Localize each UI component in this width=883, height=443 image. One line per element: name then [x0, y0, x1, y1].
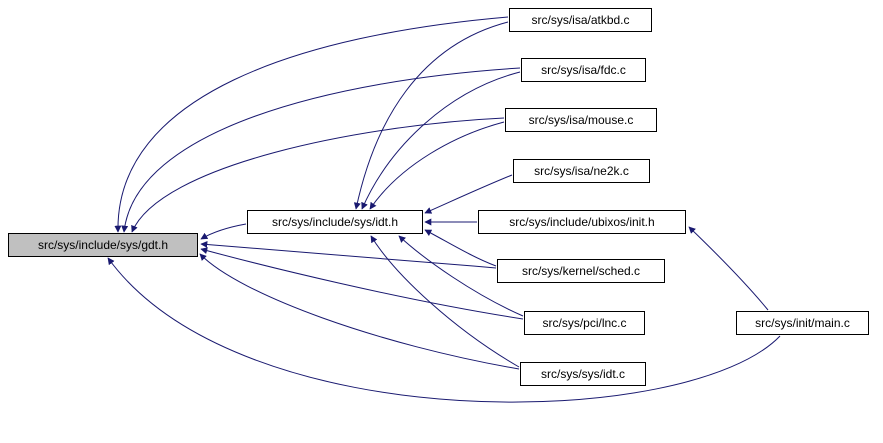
edge-atkbd-to-idt_h [353, 21, 509, 210]
edge-mouse-to-idt_h [369, 121, 505, 210]
edge-mouse-to-gdt [131, 117, 505, 233]
node-idt_c[interactable]: src/sys/sys/idt.c [520, 362, 646, 386]
node-gdt[interactable]: src/sys/include/sys/gdt.h [8, 233, 198, 257]
node-lnc[interactable]: src/sys/pci/lnc.c [524, 311, 645, 335]
edge-sched-to-gdt [200, 240, 497, 269]
edge-idt_c-to-idt_h [370, 235, 520, 368]
edge-main-to-gdt [107, 257, 781, 403]
edge-fdc-to-gdt [121, 67, 521, 233]
node-ne2k[interactable]: src/sys/isa/ne2k.c [513, 159, 650, 183]
edge-sched-to-idt_h [424, 229, 497, 267]
edge-lnc-to-idt_h [398, 235, 524, 317]
node-sched[interactable]: src/sys/kernel/sched.c [497, 259, 665, 283]
node-mouse[interactable]: src/sys/isa/mouse.c [505, 108, 657, 132]
edge-main-to-init_h [688, 226, 769, 311]
edge-idt_h-to-gdt [200, 223, 247, 240]
node-fdc[interactable]: src/sys/isa/fdc.c [521, 58, 646, 82]
node-init_h[interactable]: src/sys/include/ubixos/init.h [478, 210, 686, 234]
edge-lnc-to-gdt [200, 247, 524, 320]
edge-atkbd-to-gdt [114, 16, 509, 233]
edge-ne2k-to-idt_h [424, 174, 513, 214]
edge-idt_c-to-gdt [199, 253, 520, 370]
edge-fdc-to-idt_h [361, 71, 521, 210]
node-idt_h[interactable]: src/sys/include/sys/idt.h [247, 210, 423, 234]
node-main[interactable]: src/sys/init/main.c [736, 311, 869, 335]
node-atkbd[interactable]: src/sys/isa/atkbd.c [509, 8, 652, 32]
